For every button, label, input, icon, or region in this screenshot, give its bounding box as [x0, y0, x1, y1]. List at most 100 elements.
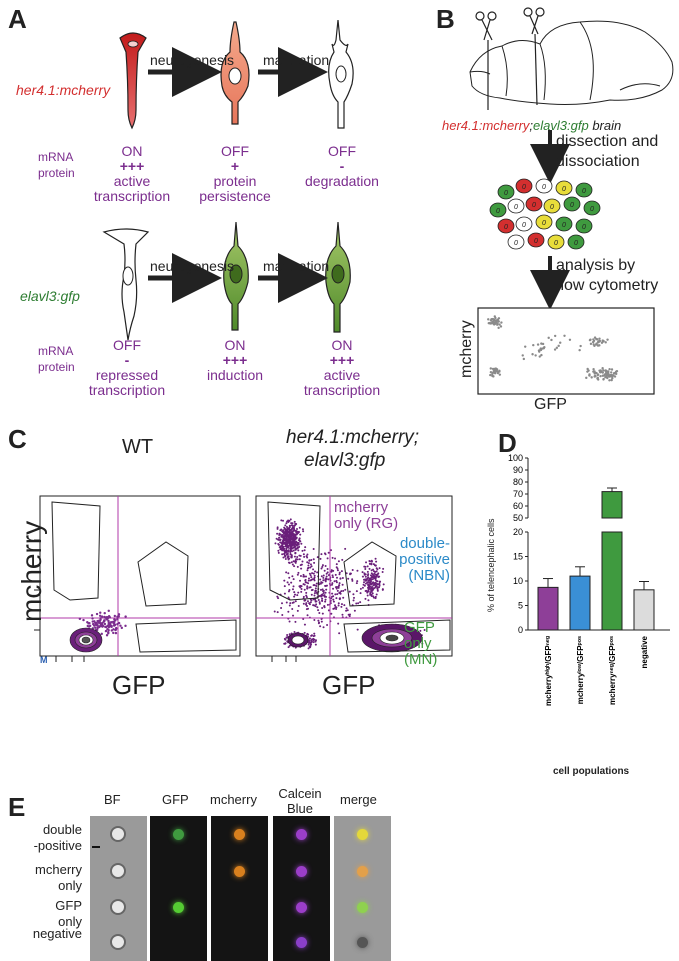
tg-dot [363, 581, 366, 584]
wt-dot [97, 621, 100, 624]
wt-dot [113, 623, 117, 627]
tg-dot [334, 606, 337, 609]
tg-dot [316, 606, 319, 609]
row2-state-1-protein: - [124, 352, 130, 368]
tg-dot [292, 585, 295, 588]
tg-dot [280, 606, 283, 609]
arrow-label-neurogenesis-1: neurogenesis [150, 52, 235, 68]
row2-state-3-desc2: transcription [303, 382, 381, 398]
tg-dot [288, 644, 291, 647]
tg-dot [292, 526, 295, 529]
tg-dot [289, 541, 292, 544]
row1-protein-label: protein [38, 166, 75, 180]
tg-dot [299, 564, 302, 567]
svg-text:0: 0 [550, 204, 554, 211]
row1-state-3: OFF - degradation [292, 144, 392, 189]
tg-dot [305, 555, 308, 558]
tg-dot [283, 554, 286, 557]
wt-dot [96, 624, 99, 627]
row2-state-1: OFF - repressed transcription [72, 338, 182, 398]
tg-dot [289, 545, 292, 548]
tg-dot [370, 572, 373, 575]
dissociated-cell: 0 [535, 178, 553, 194]
gate-label-mn-line1: GFP [404, 619, 435, 636]
tg-dot [288, 588, 291, 591]
flow-dot [498, 369, 501, 373]
tg-dot [312, 637, 315, 640]
col-blue: Blue [286, 801, 314, 816]
tg-dot [369, 582, 372, 585]
tg-dot [275, 537, 278, 540]
row2-state-1-mrna: OFF [113, 337, 141, 353]
tg-dot [298, 585, 301, 588]
dissociated-cell: 0 [515, 178, 533, 194]
row-mcherry-line1: mcherry [35, 862, 82, 877]
tg-gate-mcherry [267, 501, 321, 601]
flow-dot [586, 367, 589, 371]
arrow-label-maturation-2: maturation [263, 258, 330, 274]
flow-dot [531, 353, 534, 356]
tg-dot [273, 610, 276, 613]
bar-label: mcherryˡᵒʷ/GFPᵖᵒˢ [576, 636, 585, 704]
tg-dot [289, 602, 292, 605]
c-xlabel-left: GFP [112, 670, 166, 700]
tg-dot [299, 533, 302, 536]
tg-dot [291, 540, 294, 543]
wt-dot [88, 624, 92, 628]
tg-dot [293, 555, 296, 558]
tg-dot [310, 639, 313, 642]
tg-dot [313, 576, 316, 579]
tg-dot [324, 591, 327, 594]
tg-dot [330, 612, 333, 615]
d-tick-label: 60 [513, 501, 523, 511]
bar [569, 575, 591, 631]
tg-dot [297, 605, 300, 608]
tg-dot [357, 602, 360, 605]
tg-dot [352, 599, 355, 602]
tg-dot [374, 564, 377, 567]
wt-dot [95, 612, 99, 616]
tg-dot [308, 586, 311, 589]
tg-dot [310, 578, 313, 581]
wt-dot [105, 618, 108, 621]
tg-dot [321, 612, 324, 615]
tg-dot [315, 584, 318, 587]
row-negative-line1: negative [32, 926, 82, 941]
tg-dot [299, 579, 302, 582]
flow-dot [538, 355, 541, 358]
svg-text:0: 0 [504, 190, 508, 197]
row2-state-2-protein: +++ [222, 352, 248, 368]
tg-dot [290, 581, 293, 584]
flow-dot [593, 374, 597, 378]
wt-dot [120, 626, 124, 630]
wt-dot [112, 621, 115, 625]
tg-dot [311, 572, 314, 575]
bf-image [90, 853, 147, 890]
tg-dot [282, 529, 285, 532]
flow-dot [489, 319, 493, 322]
tg-dot [310, 634, 313, 637]
step-analysis-line1: analysis by [556, 257, 636, 274]
tg-dot [300, 587, 303, 590]
tg-dot [367, 573, 370, 576]
d-tick-label: 0 [518, 625, 523, 635]
tg-dot [291, 575, 294, 578]
row-gfp-only: GFP only [30, 898, 82, 930]
tg-dot [288, 537, 291, 540]
tg-dot [319, 578, 322, 581]
row-mcherry-line2: only [58, 878, 82, 893]
wt-dot [107, 609, 110, 613]
c-ylabel: mcherry [16, 520, 47, 622]
tg-dot [366, 570, 369, 573]
flow-dot [489, 373, 492, 377]
tg-dot [282, 545, 285, 548]
tg-dot [315, 603, 318, 606]
tg-dot [369, 560, 372, 563]
tg-dot [281, 534, 284, 537]
tg-dot [355, 602, 358, 605]
tg-dot [371, 578, 374, 581]
tg-dot [376, 588, 379, 591]
tg-dot [330, 549, 333, 552]
tg-dot [287, 610, 290, 613]
tg-dot [340, 605, 343, 608]
